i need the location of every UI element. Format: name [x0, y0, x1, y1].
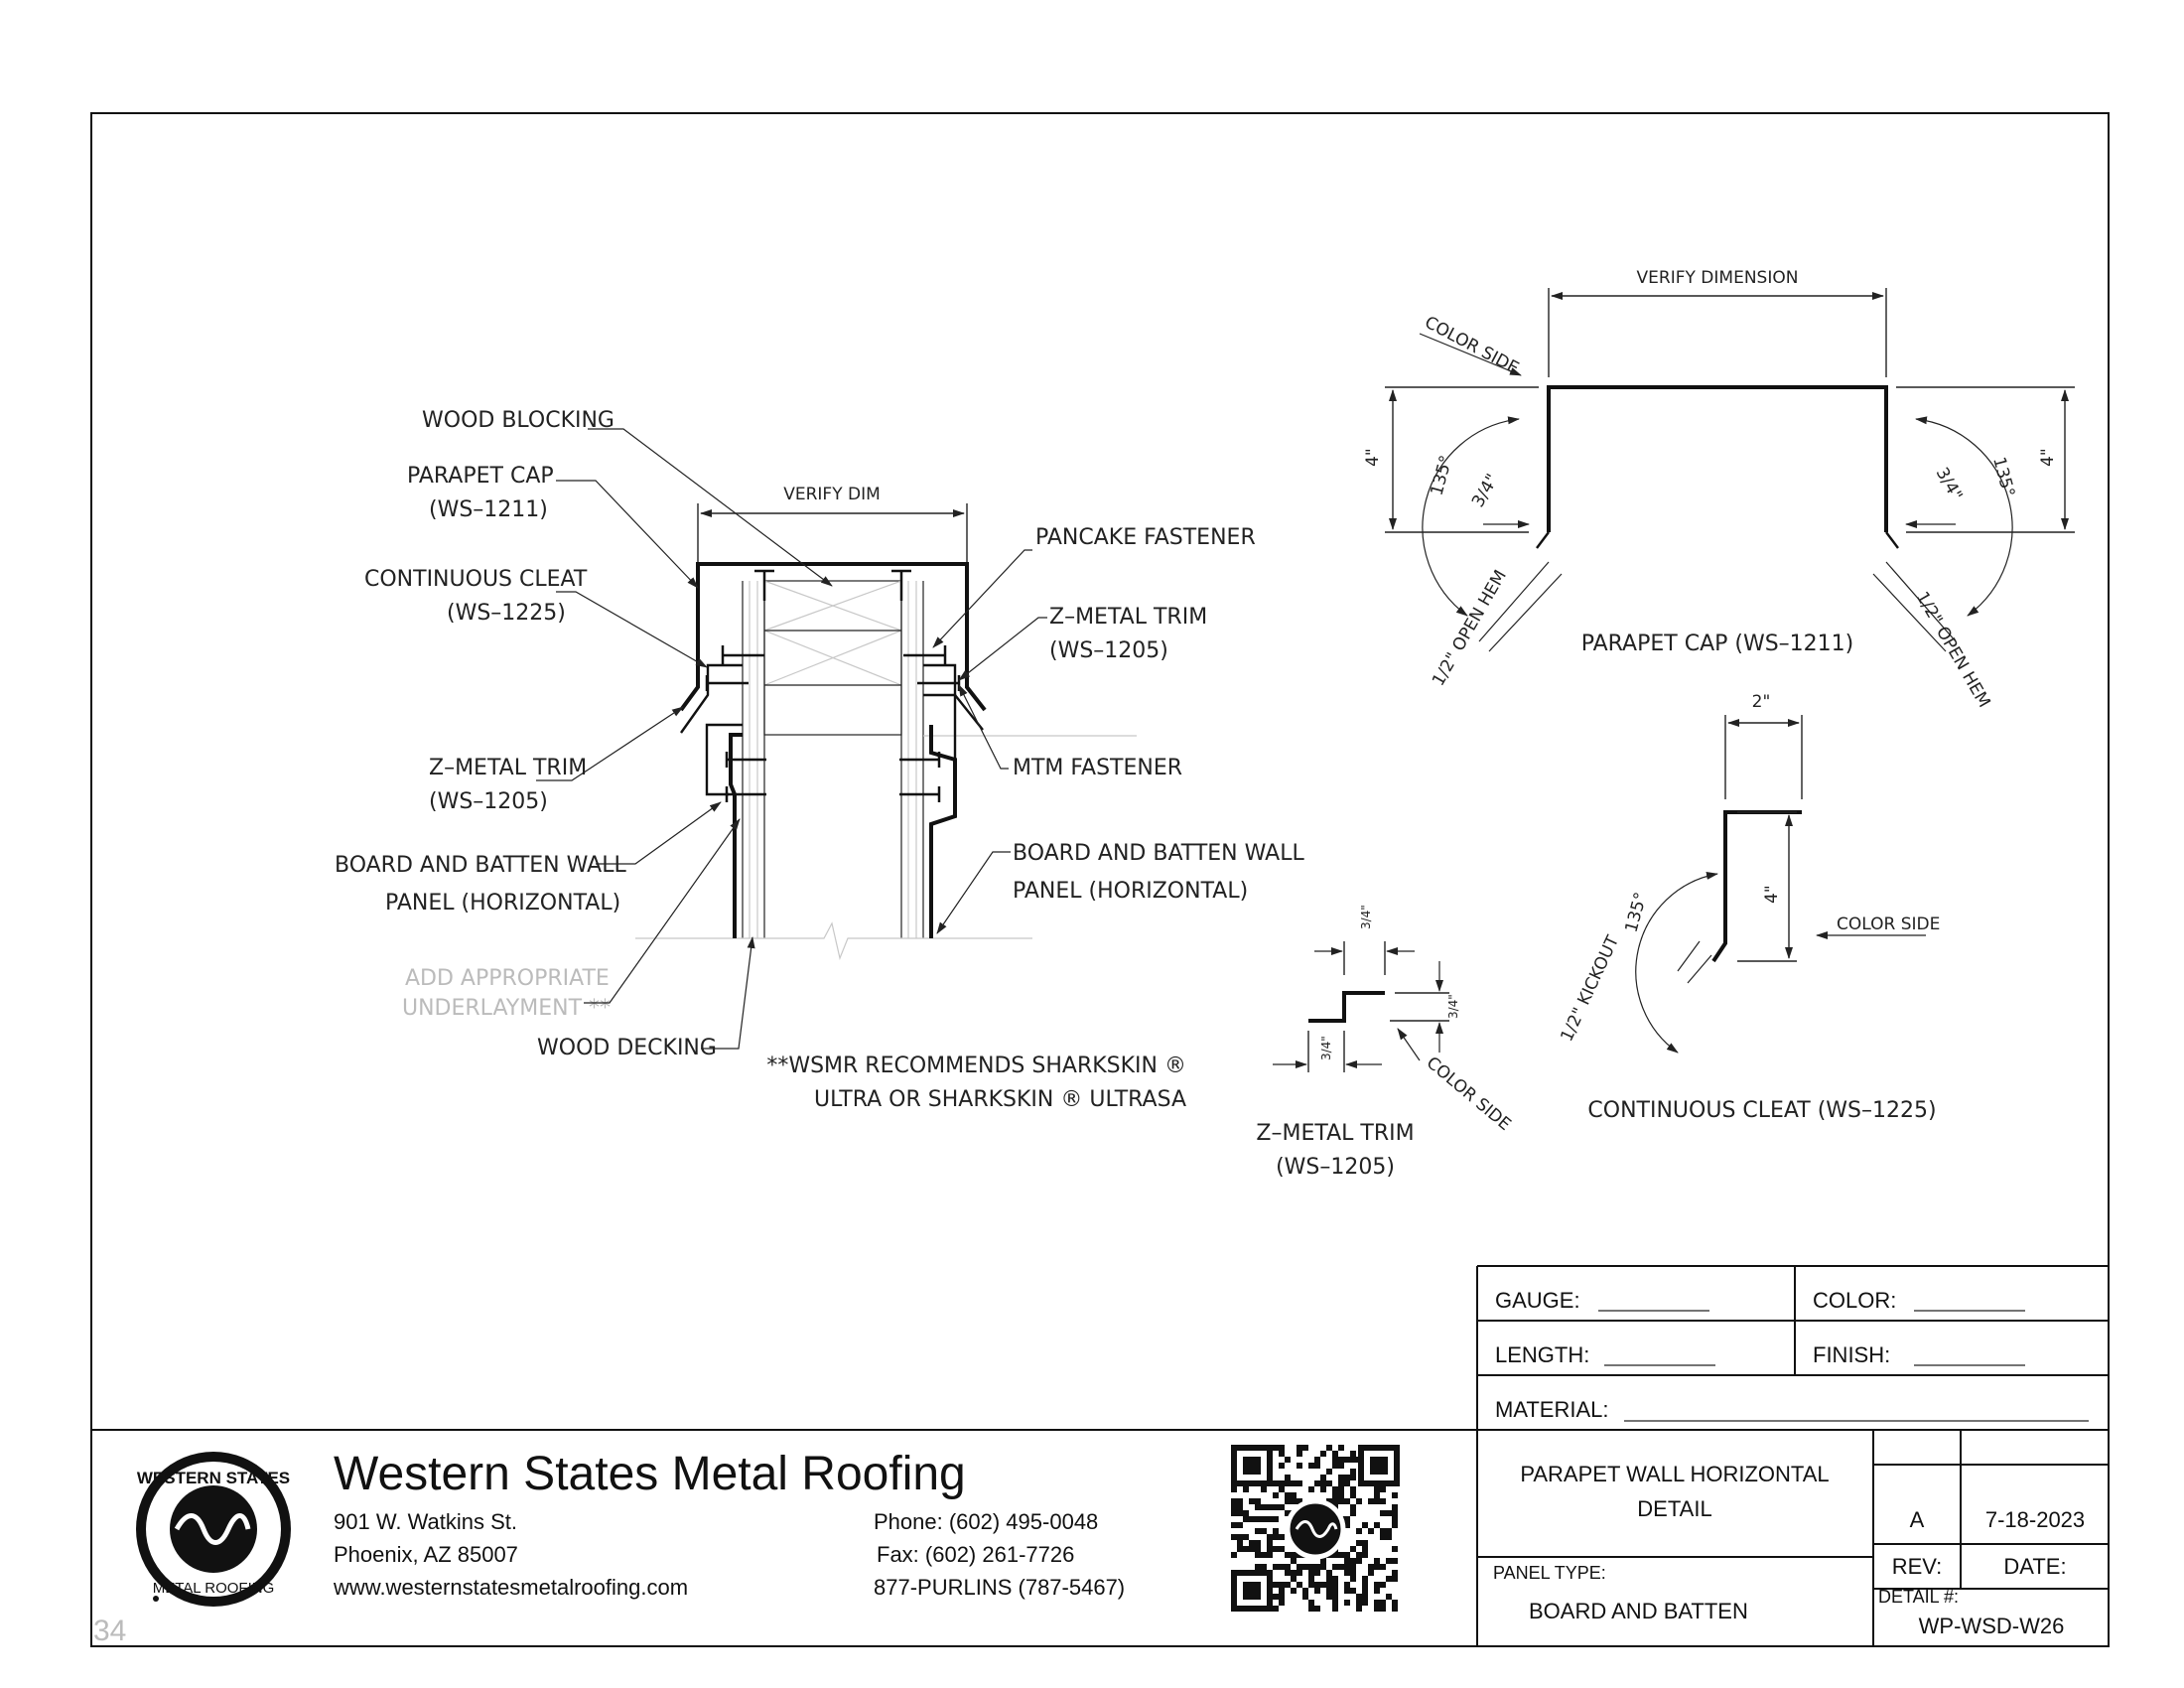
cap-color-side-label: COLOR SIDE [1422, 313, 1523, 379]
cleat-width: 2" [1752, 692, 1771, 712]
label-wood-decking: WOOD DECKING [537, 1036, 717, 1060]
page-mark: 34 [93, 1615, 126, 1647]
parapet-cap-shape [1547, 385, 1888, 532]
logo-top-text: WESTERN STATES [137, 1469, 290, 1487]
sharkskin-note-2: ULTRA OR SHARKSKIN ® ULTRASA [814, 1087, 1186, 1112]
sharkskin-note-1: **WSMR RECOMMENDS SHARKSKIN ® [766, 1054, 1186, 1078]
cap-height-right: 4" [2038, 448, 2058, 467]
wall-panel-right [929, 725, 957, 938]
gauge-label: GAUGE: [1495, 1288, 1580, 1313]
cleat-angle: 135° [1622, 891, 1652, 935]
address-line-2: Phoenix, AZ 85007 [334, 1542, 518, 1567]
label-continuous-cleat-code: (WS–1225) [447, 601, 566, 626]
detail-number-label: DETAIL #: [1878, 1587, 1959, 1607]
label-panel-right-2: PANEL (HORIZONTAL) [1013, 879, 1248, 904]
wood-blocking [763, 580, 902, 736]
detail-number-value: WP-WSD-W26 [1919, 1614, 2065, 1638]
cleat-height: 4" [1762, 885, 1782, 904]
z-trim-caption-2: (WS–1205) [1276, 1155, 1395, 1180]
label-panel-right-1: BOARD AND BATTEN WALL [1013, 841, 1304, 866]
cap-hem-left: 3/4" [1468, 471, 1503, 510]
logo-bottom-text: METAL ROOFING [153, 1580, 275, 1597]
z-dim-bottom: 3/4" [1319, 1036, 1333, 1060]
verify-dim-label: VERIFY DIM [783, 485, 881, 504]
qr-code[interactable] [1231, 1445, 1400, 1612]
label-panel-left-2: PANEL (HORIZONTAL) [385, 891, 620, 915]
toll-free: 877-PURLINS (787-5467) [874, 1575, 1125, 1600]
rev-value: A [1910, 1507, 1925, 1532]
label-parapet-cap: PARAPET CAP [407, 464, 554, 489]
label-wood-blocking: WOOD BLOCKING [422, 408, 614, 433]
cap-angle-left: 135° [1428, 454, 1457, 498]
panel-type-value: BOARD AND BATTEN [1529, 1599, 1748, 1623]
z-dim-right: 3/4" [1446, 994, 1460, 1019]
label-underlayment-1: ADD APPROPRIATE [405, 966, 610, 991]
phone: Phone: (602) 495-0048 [874, 1509, 1098, 1534]
title-block: WESTERN STATES METAL ROOFING Western Sta… [91, 1429, 2109, 1647]
website[interactable]: www.westernstatesmetalroofing.com [333, 1575, 688, 1600]
z-trim-right [923, 693, 957, 760]
z-trim-profile: 3/4" 3/4" 3/4" COLOR SIDE Z–METAL TRIM (… [1256, 905, 1514, 1180]
material-label: MATERIAL: [1495, 1397, 1609, 1422]
z-dim-top: 3/4" [1359, 905, 1373, 929]
label-pancake-fastener: PANCAKE FASTENER [1035, 525, 1256, 550]
verify-dimension-label: VERIFY DIMENSION [1637, 268, 1799, 288]
company-name: Western States Metal Roofing [334, 1448, 966, 1500]
label-z-trim-right-code: (WS–1205) [1049, 638, 1168, 663]
rev-label: REV: [1892, 1554, 1943, 1579]
length-label: LENGTH: [1495, 1342, 1589, 1367]
label-panel-left-1: BOARD AND BATTEN WALL [335, 853, 626, 878]
detail-title-2: DETAIL [1637, 1496, 1711, 1521]
label-continuous-cleat: CONTINUOUS CLEAT [364, 567, 588, 592]
label-z-trim-left: Z–METAL TRIM [429, 756, 587, 780]
address-line-1: 901 W. Watkins St. [334, 1509, 517, 1534]
label-mtm-fastener: MTM FASTENER [1013, 756, 1182, 780]
cap-hem-right: 3/4" [1932, 465, 1967, 504]
date-value: 7-18-2023 [1985, 1507, 2085, 1532]
company-logo: WESTERN STATES METAL ROOFING [136, 1452, 291, 1607]
fax: Fax: (602) 261-7726 [877, 1542, 1074, 1567]
label-parapet-cap-code: (WS–1211) [429, 497, 548, 522]
continuous-cleat-profile: 2" 4" COLOR SIDE 135° 1/2" KICKOUT CONTI… [1557, 692, 1940, 1123]
label-z-trim-right: Z–METAL TRIM [1049, 605, 1207, 630]
cap-open-hem-right: 1/2" OPEN HEM [1912, 589, 1994, 712]
continuous-cleat-caption: CONTINUOUS CLEAT (WS–1225) [1587, 1098, 1936, 1123]
cleat-color-side: COLOR SIDE [1837, 914, 1940, 934]
cleat-right [923, 663, 984, 731]
z-trim-caption-1: Z–METAL TRIM [1256, 1121, 1414, 1146]
parapet-cap [679, 562, 987, 712]
cap-open-hem-left: 1/2" OPEN HEM [1429, 567, 1511, 690]
parapet-section-detail: VERIFY DIM [335, 408, 1304, 1112]
cap-angle-right: 135° [1988, 455, 2018, 499]
pancake-fasteners [705, 569, 961, 802]
parapet-cap-profile: VERIFY DIMENSION COLOR SIDE 4" 4" 135° 3… [1363, 268, 2075, 711]
label-z-trim-left-code: (WS–1205) [429, 789, 548, 814]
finish-label: FINISH: [1813, 1342, 1890, 1367]
spec-table: GAUGE: COLOR: LENGTH: FINISH: MATERIAL: [1476, 1265, 2109, 1646]
cleat-kickout: 1/2" KICKOUT [1557, 932, 1623, 1045]
z-trim-shape [1308, 991, 1385, 1023]
z-color-side: COLOR SIDE [1423, 1054, 1515, 1135]
parapet-cap-caption: PARAPET CAP (WS–1211) [1581, 632, 1854, 656]
detail-title-1: PARAPET WALL HORIZONTAL [1520, 1462, 1829, 1486]
date-label: DATE: [2003, 1554, 2066, 1579]
z-trim-left [705, 723, 743, 796]
label-underlayment-2: UNDERLAYMENT ** [402, 996, 611, 1021]
wood-decking [742, 581, 924, 938]
cap-height-left: 4" [1363, 448, 1383, 467]
color-label: COLOR: [1813, 1288, 1896, 1313]
wall-panel-left [729, 733, 743, 938]
sheet-border [90, 112, 2110, 1647]
panel-type-label: PANEL TYPE: [1493, 1563, 1606, 1583]
